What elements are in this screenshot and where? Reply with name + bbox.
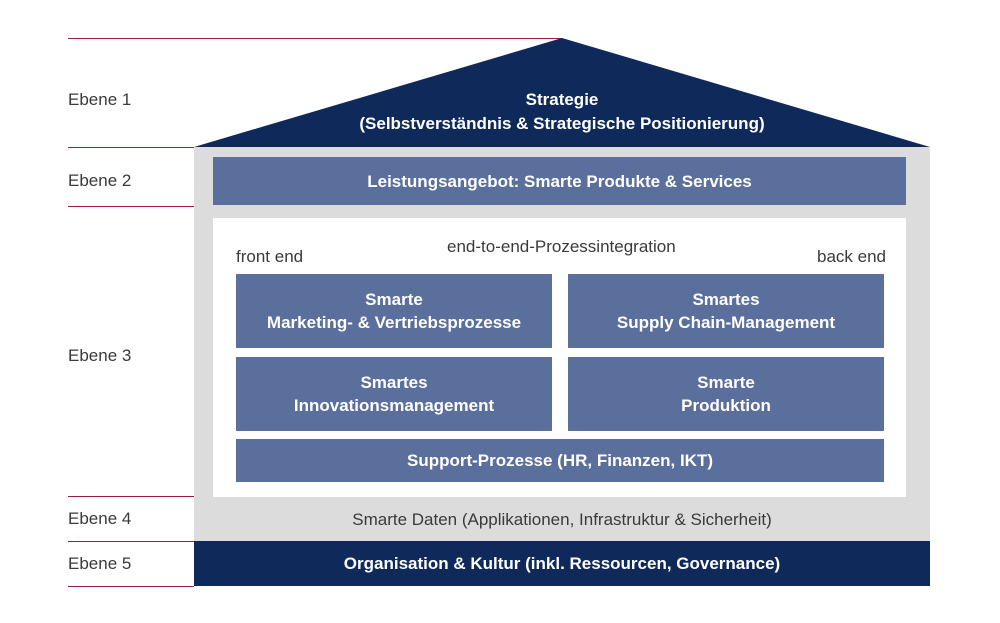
process-box-production: Smarte Produktion (568, 357, 884, 431)
integration-label: end-to-end-Prozessintegration (447, 237, 676, 256)
smart-data-label: Smarte Daten (Applikationen, Infrastrukt… (352, 510, 772, 529)
divider-rule-4-5 (68, 541, 194, 542)
process-box-line1: Smartes (692, 290, 760, 309)
divider-rule-3-4 (68, 496, 194, 497)
level-label-4: Ebene 4 (68, 509, 132, 528)
roof-title: Strategie (525, 90, 599, 109)
divider-rule-2-3 (68, 206, 194, 207)
back-end-label: back end (817, 247, 886, 266)
process-box-line2: Supply Chain-Management (616, 313, 836, 332)
strategy-roof (194, 38, 930, 147)
roof-subtitle: (Selbstverständnis & Strategische Positi… (359, 114, 765, 133)
process-box-marketing: Smarte Marketing- & Vertriebsprozesse (236, 274, 552, 348)
support-processes-bar: Support-Prozesse (HR, Finanzen, IKT) (236, 439, 884, 482)
level-label-1: Ebene 1 (68, 90, 132, 109)
organisation-culture-foundation: Organisation & Kultur (inkl. Ressourcen,… (194, 541, 930, 586)
process-box-line1: Smarte (365, 290, 423, 309)
process-box-line2: Marketing- & Vertriebsprozesse (266, 313, 522, 332)
level-label-3: Ebene 3 (68, 346, 132, 365)
divider-rule-bottom (68, 586, 194, 587)
process-box-supply-chain: Smartes Supply Chain-Management (568, 274, 884, 348)
process-box-line1: Smarte (697, 373, 755, 392)
roof-triangle (194, 38, 930, 147)
process-box-innovation: Smartes Innovationsmanagement (236, 357, 552, 431)
divider-rule-top (68, 38, 562, 39)
front-end-label: front end (236, 247, 304, 266)
service-offering-bar: Leistungsangebot: Smarte Produkte & Serv… (213, 157, 906, 205)
process-box-line2: Produktion (681, 396, 771, 415)
level-label-5: Ebene 5 (68, 554, 132, 573)
divider-rule-1-2 (68, 147, 194, 148)
process-box-line2: Innovationsmanagement (293, 396, 495, 415)
level-label-2: Ebene 2 (68, 171, 132, 190)
process-box-line1: Smartes (360, 373, 428, 392)
